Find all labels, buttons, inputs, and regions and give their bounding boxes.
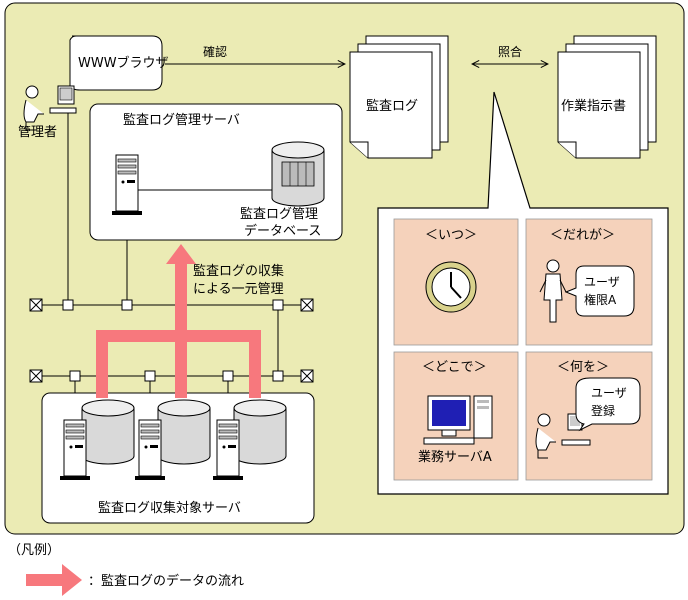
work-order-label: 作業指示書 xyxy=(561,98,626,114)
target-server-icon xyxy=(59,419,91,481)
user-reg-line2: 登録 xyxy=(591,403,615,418)
legend-flow-label: ：監査ログのデータの流れ xyxy=(88,573,244,589)
legend-flow-arrow xyxy=(26,564,82,596)
user-reg-line1: ユーザ xyxy=(591,386,627,400)
who-label: ＜だれが＞ xyxy=(550,228,615,243)
target-server-icon xyxy=(212,419,244,481)
browser-label: WWWブラウザ xyxy=(78,55,169,71)
collate-label: 照合 xyxy=(498,44,522,59)
user-icon xyxy=(539,259,567,323)
clock-icon xyxy=(425,261,477,313)
target-server-box: 監査ログ収集対象サーバ xyxy=(41,392,315,524)
operator-icon xyxy=(535,413,591,459)
mgmt-server-icon xyxy=(111,154,143,216)
db-label-line2: データベース xyxy=(244,223,321,239)
collect-label-line2: による一元管理 xyxy=(193,282,284,297)
when-label: ＜いつ＞ xyxy=(425,228,477,243)
what-label: ＜何を＞ xyxy=(557,359,609,375)
where-label: ＜どこで＞ xyxy=(422,360,487,375)
confirm-label: 確認 xyxy=(203,44,227,59)
browser-bubble: WWWブラウザ xyxy=(69,35,169,91)
target-server-icon xyxy=(134,419,166,481)
mgmt-server-box: 監査ログ管理サーバ 監査ログ管理 データベース xyxy=(89,103,343,241)
collection-flow-arrow xyxy=(96,244,261,398)
mgmt-server-label: 監査ログ管理サーバ xyxy=(123,112,240,128)
workstation-icon xyxy=(423,395,493,445)
target-servers-label: 監査ログ収集対象サーバ xyxy=(98,500,241,516)
audit-log-documents xyxy=(349,35,449,159)
user-auth-bubble: ユーザ 権限A xyxy=(564,265,635,317)
business-server-label: 業務サーバA xyxy=(418,449,492,465)
legend-title: （凡例） xyxy=(8,543,60,558)
db-label-line1: 監査ログ管理 xyxy=(240,206,318,222)
collect-label-line1: 監査ログの収集 xyxy=(193,263,284,279)
work-order-documents xyxy=(557,35,657,159)
admin-icon xyxy=(23,85,77,131)
admin-label: 管理者 xyxy=(18,125,57,140)
audit-log-label: 監査ログ xyxy=(366,98,418,114)
user-auth-line2: 権限A xyxy=(584,292,617,307)
user-auth-line1: ユーザ xyxy=(584,275,620,289)
user-reg-bubble: ユーザ 登録 xyxy=(575,377,641,432)
database-icon xyxy=(271,141,325,207)
